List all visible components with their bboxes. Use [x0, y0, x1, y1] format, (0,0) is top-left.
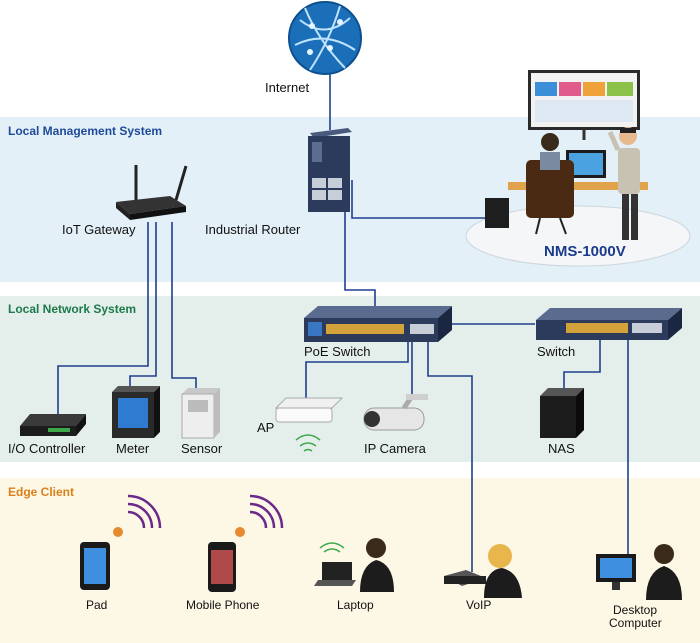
- phone-nfc-icon: [235, 527, 245, 537]
- mobile-phone-icon: [208, 542, 236, 592]
- io-controller-icon: [20, 414, 86, 436]
- ip-camera-label: IP Camera: [364, 441, 426, 456]
- laptop-user-icon: [314, 538, 394, 592]
- voip-icon: [444, 544, 522, 598]
- iot-gateway-icon: [116, 165, 188, 220]
- link-gateway-sensor: [171, 222, 197, 392]
- phone-wifi-icon: [249, 494, 284, 529]
- link-router-nms: [351, 180, 490, 219]
- nas-icon: [540, 388, 584, 438]
- connection-lines: [57, 72, 629, 572]
- ip-camera-icon: [363, 394, 428, 431]
- edge-band: [0, 478, 700, 643]
- video-wall-icon: [528, 70, 640, 140]
- iot-gateway-label: IoT Gateway: [62, 222, 136, 237]
- laptop-wifi-icon: [319, 542, 345, 553]
- internet-label: Internet: [265, 80, 310, 95]
- pad-wifi-icon: [127, 494, 162, 529]
- laptop-label: Laptop: [337, 598, 374, 612]
- pad-label: Pad: [86, 598, 108, 612]
- security-guard-icon: [607, 127, 640, 240]
- link-poe-ap: [305, 340, 409, 398]
- ap-label: AP: [257, 420, 275, 435]
- nms-label: NMS-1000V: [544, 243, 626, 260]
- access-point-icon: [274, 397, 344, 452]
- meter-icon: [112, 386, 160, 438]
- poe-switch-icon: [304, 306, 452, 342]
- globe-icon: [288, 1, 362, 75]
- switch-icon: [536, 308, 682, 340]
- industrial-router-label: Industrial Router: [205, 222, 301, 237]
- voip-label: VoIP: [466, 598, 492, 612]
- nas-label: NAS: [548, 441, 575, 456]
- desktop-computer-icon: [596, 544, 682, 600]
- pad-nfc-icon: [113, 527, 123, 537]
- link-poe-voip: [427, 340, 473, 572]
- pad-icon: [80, 542, 110, 590]
- management-title: Local Management System: [8, 124, 163, 138]
- switch-label: Switch: [537, 344, 576, 359]
- desktop-computer-label-line1: Desktop: [613, 603, 658, 617]
- network-title: Local Network System: [8, 302, 137, 316]
- operator-desk-icon: [485, 133, 648, 235]
- link-gateway-meter: [129, 222, 157, 390]
- io-controller-label: I/O Controller: [8, 441, 86, 456]
- industrial-router-icon: [308, 128, 352, 212]
- meter-label: Meter: [116, 441, 150, 456]
- sensor-icon: [181, 388, 220, 439]
- link-gateway-io: [57, 222, 149, 415]
- link-router-poe: [344, 210, 376, 306]
- mobile-phone-label: Mobile Phone: [186, 598, 260, 612]
- edge-title: Edge Client: [8, 485, 75, 499]
- poe-switch-label: PoE Switch: [304, 344, 371, 359]
- desktop-computer-label-line2: Computer: [609, 616, 662, 630]
- link-switch-nas: [563, 338, 601, 388]
- sensor-label: Sensor: [181, 441, 223, 456]
